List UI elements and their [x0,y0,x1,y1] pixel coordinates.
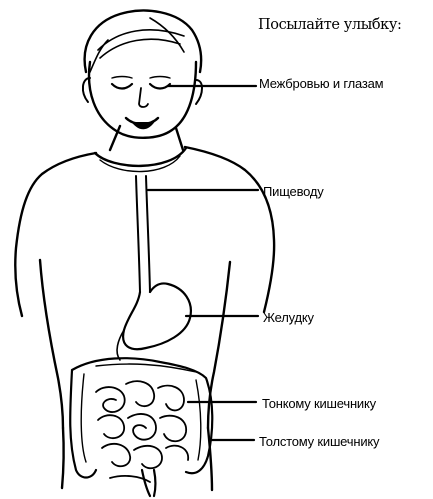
neck-collar [95,126,186,172]
label-small-intestine: Тонкому кишечнику [262,397,376,410]
label-large-intestine: Толстому кишечнику [259,435,379,448]
esophagus [136,176,150,292]
small-intestine [96,381,188,482]
rectum [142,470,150,496]
large-intestine [70,358,212,477]
label-stomach: Желудку [263,311,314,324]
stomach [123,283,191,349]
label-esophagus: Пищеводу [263,185,324,198]
nose-icon [139,88,148,107]
torso-outline [15,147,274,490]
right-ear [196,80,202,104]
hair-icon [85,11,202,72]
head [83,11,202,138]
leader-lines [148,86,258,440]
left-eye-icon [112,84,132,89]
diagram-title: Посылайте улыбку: [258,18,401,33]
label-eyebrows-eyes: Межбровью и глазам [259,77,383,90]
